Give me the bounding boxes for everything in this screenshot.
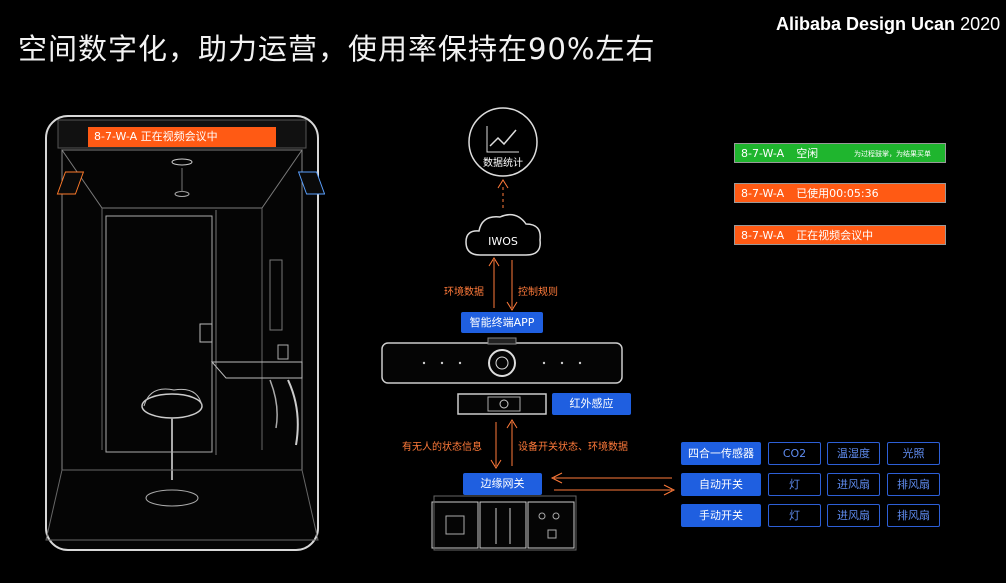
stats-label: 数据统计 — [483, 158, 523, 169]
device-status-label: 设备开关状态、环境数据 — [518, 442, 628, 453]
switch-panel-1 — [431, 501, 479, 549]
control-rules-label: 控制规则 — [518, 287, 558, 298]
manual-switch-row[interactable]: 手动开关 — [681, 504, 761, 527]
temp-humidity-cell[interactable]: 温湿度 — [827, 442, 880, 465]
smart-terminal-app-button[interactable]: 智能终端APP — [461, 312, 543, 333]
booth-status-display: 8-7-W-A 正在视频会议中 — [88, 127, 276, 147]
four-in-one-sensor-row[interactable]: 四合一传感器 — [681, 442, 761, 465]
socket-panel — [527, 501, 575, 549]
stats-node — [468, 107, 538, 177]
ir-sensor-device — [457, 393, 547, 415]
phone-booth-illustration — [45, 115, 325, 551]
env-data-label: 环境数据 — [444, 287, 484, 298]
brand-logo: Alibaba Design Ucan 2020 — [776, 14, 1000, 35]
manual-exhaust-fan-cell[interactable]: 排风扇 — [887, 504, 940, 527]
auto-light-cell[interactable]: 灯 — [768, 473, 821, 496]
brand-year: 2020 — [960, 14, 1001, 34]
switch-panel-2 — [479, 501, 527, 549]
co2-cell[interactable]: CO2 — [768, 442, 821, 465]
cloud-label: IWOS — [488, 235, 518, 248]
manual-light-cell[interactable]: 灯 — [768, 504, 821, 527]
infrared-sensor-button[interactable]: 红外感应 — [552, 393, 631, 415]
cloud-icon — [465, 213, 541, 256]
auto-switch-row[interactable]: 自动开关 — [681, 473, 761, 496]
edge-gateway-button[interactable]: 边缘网关 — [463, 473, 542, 495]
brand-name: Alibaba Design Ucan — [776, 14, 956, 34]
page-title: 空间数字化，助力运营，使用率保持在90%左右 — [18, 32, 656, 66]
chart-icon — [486, 126, 519, 153]
auto-intake-fan-cell[interactable]: 进风扇 — [827, 473, 880, 496]
manual-intake-fan-cell[interactable]: 进风扇 — [827, 504, 880, 527]
flow-diagram — [381, 107, 676, 551]
presence-info-label: 有无人的状态信息 — [402, 442, 482, 453]
light-sensor-cell[interactable]: 光照 — [887, 442, 940, 465]
auto-exhaust-fan-cell[interactable]: 排风扇 — [887, 473, 940, 496]
